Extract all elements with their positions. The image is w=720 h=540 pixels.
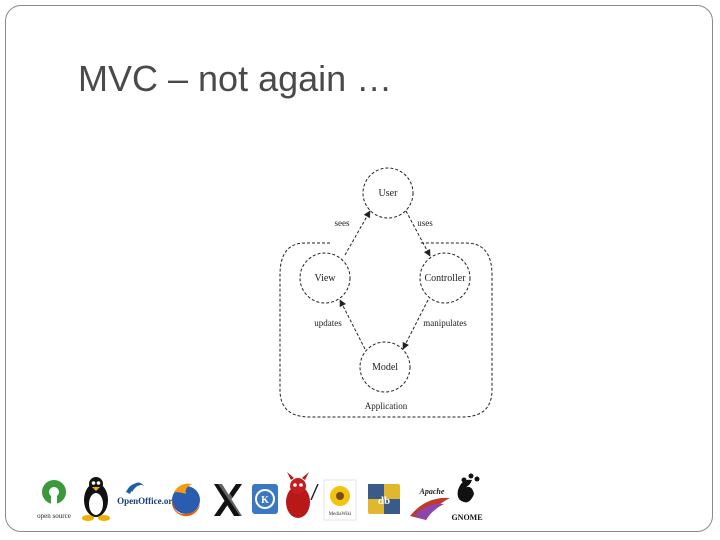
uses-arrow: [405, 210, 431, 257]
user-node-label: User: [379, 188, 399, 199]
open-source-logo: open source: [37, 480, 71, 520]
firefox-logo: [171, 483, 200, 517]
slide-title: MVC – not again …: [78, 58, 393, 99]
delicious-logo: db: [368, 484, 400, 514]
controller-node-label: Controller: [424, 273, 466, 284]
freebsd-daemon-logo: [286, 472, 319, 518]
kde-logo: K: [252, 484, 278, 514]
sees-label: sees: [335, 218, 350, 228]
sees-arrow: [344, 210, 371, 256]
controller-node: [419, 252, 471, 304]
updates-label: updates: [314, 318, 342, 328]
manipulates-arrow: [402, 299, 429, 350]
open-source-caption: open source: [37, 512, 71, 520]
application-container: [279, 242, 493, 418]
slide-frame: [5, 5, 713, 532]
logo-strip: open source OpenOffice.org K: [37, 472, 483, 522]
tux-linux-logo: [82, 477, 110, 521]
uses-label: uses: [417, 218, 433, 228]
model-node: [359, 341, 411, 393]
apache-logo: Apache: [410, 487, 450, 520]
application-label: Application: [365, 401, 408, 411]
gnome-logo: GNOME: [451, 473, 483, 522]
svg-text:K: K: [261, 495, 269, 506]
openoffice-caption: OpenOffice.org: [117, 496, 177, 506]
model-node-label: Model: [372, 362, 398, 373]
mvc-diagram: User View Controller Model sees uses upd…: [279, 167, 493, 418]
openoffice-logo: OpenOffice.org: [117, 482, 177, 506]
manipulates-label: manipulates: [423, 318, 467, 328]
mediawiki-caption: MediaWiki: [329, 512, 352, 517]
gnome-caption: GNOME: [451, 513, 482, 522]
user-node: [362, 167, 414, 219]
mediawiki-logo: MediaWiki: [323, 479, 357, 521]
x-window-logo: [214, 484, 244, 516]
view-node: [299, 252, 351, 304]
svg-text:db: db: [378, 495, 390, 507]
apache-caption: Apache: [419, 487, 445, 496]
view-node-label: View: [314, 273, 336, 284]
updates-arrow: [339, 299, 366, 350]
